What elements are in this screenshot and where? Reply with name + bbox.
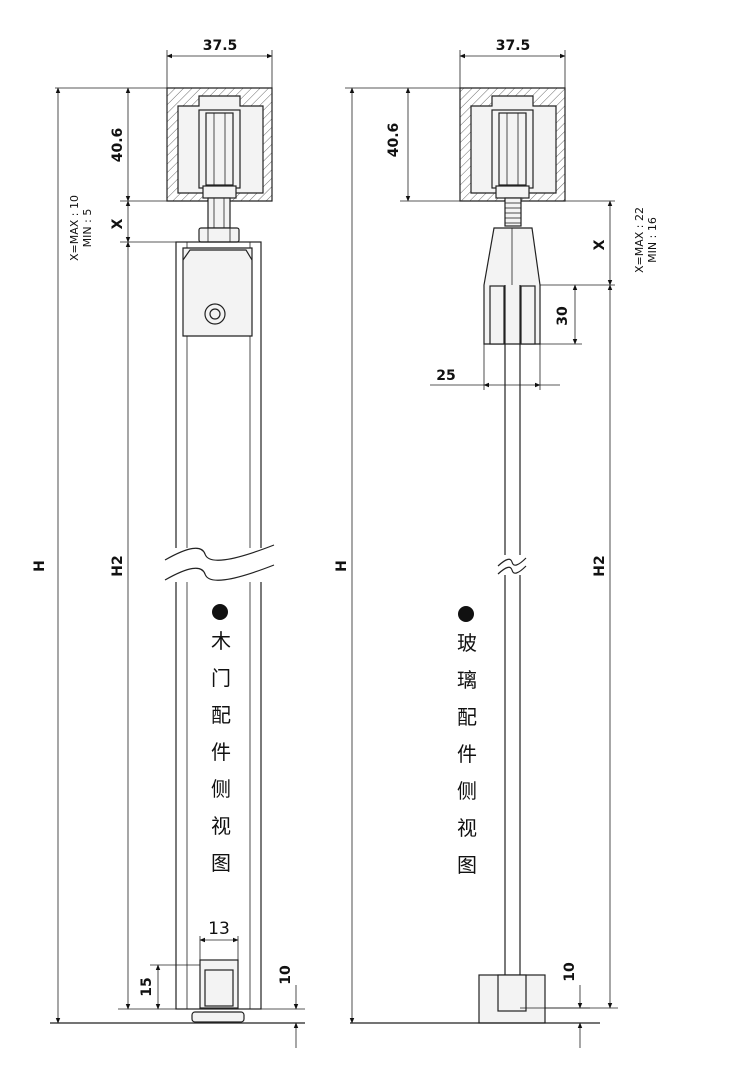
left-track-profile	[166, 87, 273, 202]
right-track-profile	[459, 87, 566, 202]
right-caption-bullet	[458, 606, 474, 622]
right-dim-clamp-height-label: 30	[555, 306, 571, 326]
left-caption-char: 门	[211, 666, 231, 690]
right-floor-guide	[478, 974, 546, 1024]
right-x-note-line2: MIN : 16	[646, 217, 659, 263]
left-dim-height: 40.6	[110, 87, 167, 202]
right-dim-H2: H2	[520, 284, 618, 1009]
right-dim-H-label: H	[334, 560, 350, 572]
left-dim-x: X X=MAX : 10 MIN : 5	[68, 195, 199, 261]
left-dim-guide-height-label: 15	[139, 977, 155, 996]
right-glass-door-view: 37.5 40.6 X X=MAX : 22 MIN : 16 30	[334, 38, 659, 1048]
left-dim-floor-label: 10	[278, 965, 294, 985]
right-dim-clamp-height: 30	[540, 284, 582, 345]
right-dim-x-label: X	[592, 239, 608, 250]
right-dim-H2-label: H2	[592, 555, 608, 576]
right-threaded-bolt	[504, 197, 522, 227]
left-dim-width: 37.5	[166, 38, 273, 88]
right-glass-clamp	[483, 227, 541, 345]
right-dim-width: 37.5	[459, 38, 566, 88]
right-caption-char: 侧	[457, 779, 477, 803]
right-caption-char: 配	[457, 705, 477, 729]
left-caption-char: 视	[211, 814, 231, 838]
right-dim-height: 40.6	[386, 87, 460, 202]
left-x-note-line2: MIN : 5	[81, 209, 94, 248]
right-dim-floor-label: 10	[562, 962, 578, 982]
right-caption-char: 图	[457, 853, 477, 877]
left-dim-x-label: X	[110, 218, 126, 229]
left-caption-char: 木	[211, 629, 231, 653]
left-wood-door-view: 37.5 40.6 X X=MAX : 10 MIN : 5 H H2	[32, 38, 305, 1048]
left-dim-H-label: H	[32, 560, 48, 572]
left-dim-guide-height: 15	[139, 964, 200, 1010]
right-dim-clamp-width: 25	[430, 344, 560, 390]
left-dim-H2-label: H2	[110, 555, 126, 576]
left-caption-char: 图	[211, 851, 231, 875]
left-caption-bullet	[212, 604, 228, 620]
right-caption-char: 件	[457, 742, 477, 766]
left-hanger-bolt	[198, 197, 240, 243]
left-dim-H: H	[32, 87, 120, 1024]
right-caption-char: 玻	[457, 631, 477, 655]
left-bottom-guide	[191, 959, 245, 1023]
left-dim-H2: H2	[110, 241, 176, 1010]
right-glass-panel	[496, 285, 528, 1008]
left-x-note-line1: X=MAX : 10	[68, 195, 81, 261]
right-x-note-line1: X=MAX : 22	[633, 207, 646, 273]
right-dim-clamp-width-label: 25	[436, 368, 455, 384]
right-dim-width-label: 37.5	[496, 38, 531, 54]
left-dim-guide-width: 13	[199, 919, 239, 960]
right-dim-x: X X=MAX : 22 MIN : 16	[540, 200, 659, 286]
left-dim-width-label: 37.5	[203, 38, 238, 54]
right-dim-floor: 10	[545, 962, 590, 1048]
left-door-leaf	[160, 241, 276, 1010]
right-caption-char: 璃	[457, 668, 477, 692]
left-caption-char: 件	[211, 740, 231, 764]
right-dim-height-label: 40.6	[386, 123, 402, 158]
left-dim-guide-width-label: 13	[208, 919, 230, 939]
right-caption-char: 视	[457, 816, 477, 840]
left-caption-char: 配	[211, 703, 231, 727]
right-dim-H: H	[334, 87, 400, 1024]
left-dim-floor: 10	[261, 965, 305, 1048]
left-caption-char: 侧	[211, 777, 231, 801]
left-dim-height-label: 40.6	[110, 128, 126, 163]
